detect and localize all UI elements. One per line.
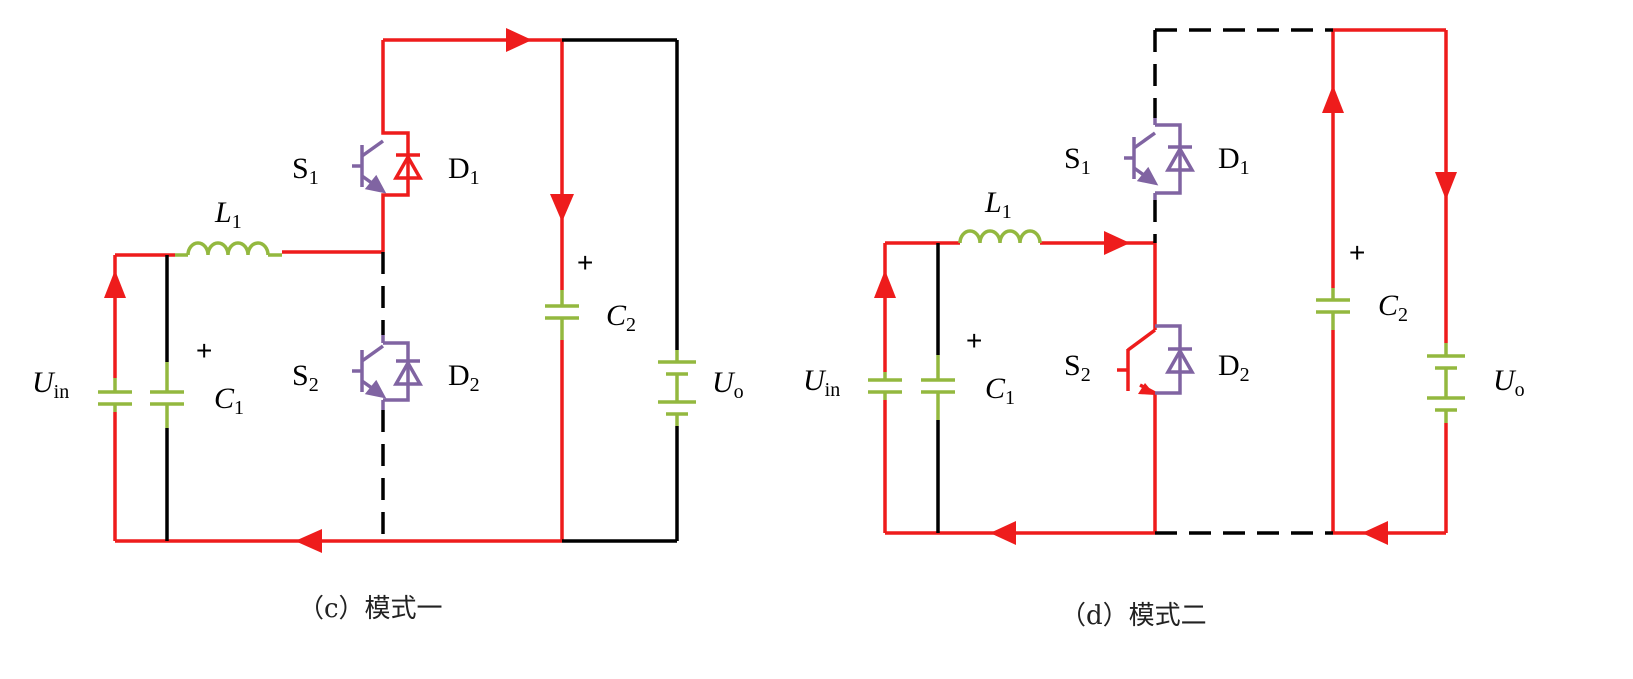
capacitor-c1 <box>921 355 955 420</box>
switch-s1 <box>1124 118 1182 200</box>
source-uin <box>868 372 902 400</box>
arrow-left-icon <box>990 521 1016 545</box>
switch-s2 <box>1155 324 1182 395</box>
label-uin: Uin <box>32 366 69 403</box>
switch-s1 <box>352 139 387 194</box>
arrow-left-icon <box>295 529 322 553</box>
label-uo: Uo <box>1493 364 1525 401</box>
plus-sign-c1: + <box>196 335 212 366</box>
battery-uo <box>658 350 696 426</box>
label-c2: C2 <box>606 299 636 336</box>
source-uin <box>98 378 132 412</box>
label-s1: S1 <box>292 152 319 189</box>
idle-wires <box>936 28 1333 535</box>
arrow-down-icon <box>550 194 574 222</box>
plus-sign-c2: + <box>1349 237 1365 268</box>
capacitor-c1 <box>150 362 184 428</box>
panel-mode-one: L1 S1 D1 S2 D2 Uin C1 C2 Uo + + （c）模式一 <box>32 28 744 624</box>
label-uo: Uo <box>712 366 744 403</box>
label-s2: S2 <box>292 359 319 396</box>
label-d1: D1 <box>448 152 480 189</box>
label-c1: C1 <box>214 382 244 419</box>
caption-mode-one: （c）模式一 <box>298 594 443 624</box>
plus-sign-c2: + <box>577 247 593 278</box>
label-c2: C2 <box>1378 289 1408 326</box>
capacitor-c2 <box>545 290 579 340</box>
label-s1: S1 <box>1064 142 1091 179</box>
active-current-path <box>883 28 1448 535</box>
panel-mode-two: L1 S1 D1 S2 D2 Uin C1 C2 Uo + + （d）模式二 <box>803 28 1525 631</box>
arrow-up-icon <box>874 270 896 298</box>
diode-d2 <box>1164 347 1196 374</box>
label-l1: L1 <box>214 196 242 233</box>
current-arrows <box>104 28 574 553</box>
idle-wires <box>165 38 679 543</box>
arrow-left-icon <box>1362 521 1388 545</box>
label-l1: L1 <box>984 186 1012 223</box>
inductor-l1 <box>175 241 282 257</box>
active-current-path <box>113 38 564 543</box>
diode-d1 <box>1164 145 1196 172</box>
caption-mode-two: （d）模式二 <box>1060 601 1207 631</box>
arrow-up-icon <box>104 270 126 298</box>
label-d2: D2 <box>448 359 480 396</box>
label-c1: C1 <box>985 372 1015 409</box>
arrow-up-icon <box>1322 85 1344 113</box>
plus-sign-c1: + <box>966 325 982 356</box>
label-uin: Uin <box>803 364 840 401</box>
arrow-right-icon <box>1104 231 1130 255</box>
label-s2: S2 <box>1064 349 1091 386</box>
current-arrows <box>874 85 1457 545</box>
diode-d2 <box>392 359 424 386</box>
label-d2: D2 <box>1218 349 1250 386</box>
battery-uo <box>1427 343 1465 423</box>
arrow-right-icon <box>506 28 532 52</box>
capacitor-c2 <box>1316 288 1350 330</box>
switch-s2 <box>352 335 410 410</box>
diode-d1 <box>392 153 424 180</box>
label-d1: D1 <box>1218 142 1250 179</box>
arrow-down-icon <box>1435 172 1457 200</box>
inductor-l1 <box>958 229 1042 244</box>
